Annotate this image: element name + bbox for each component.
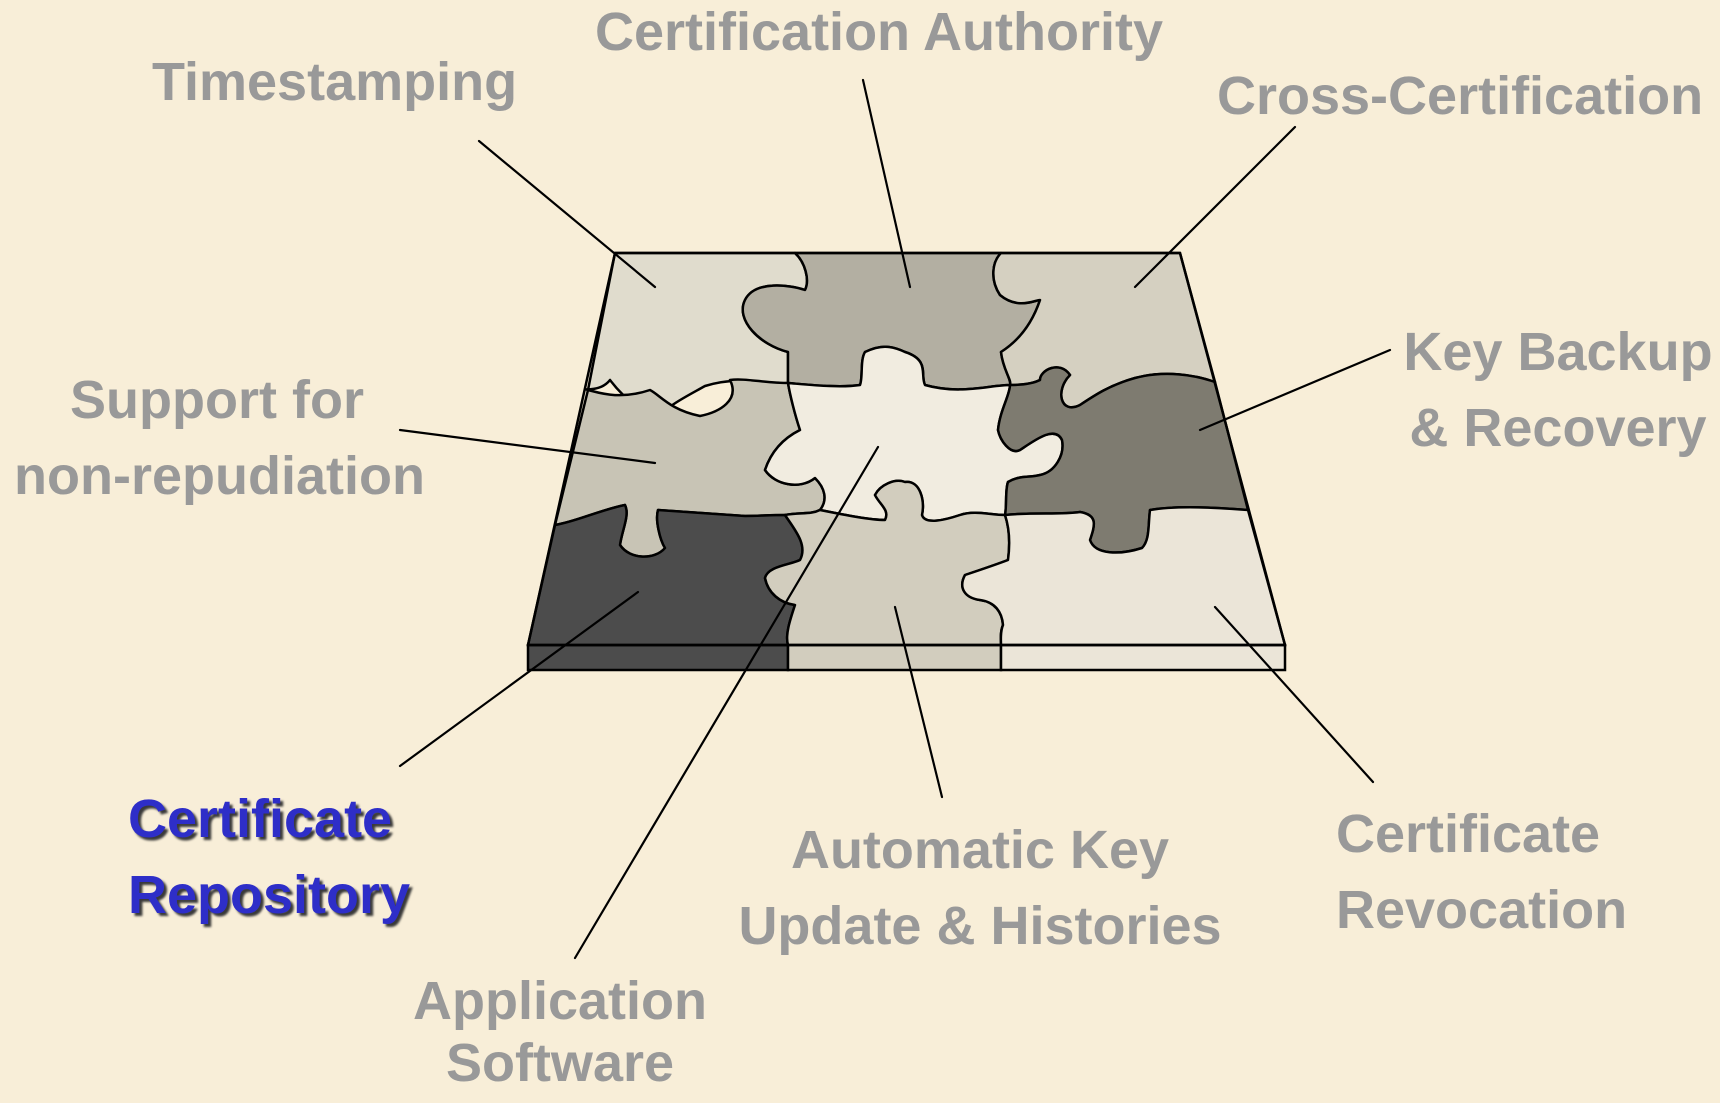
label-update-histories-line: Update & Histories xyxy=(738,896,1222,956)
label-recovery-line: & Recovery xyxy=(1409,398,1707,458)
label-key-backup-line: Key Backup xyxy=(1403,322,1713,382)
leader-line-auto-key xyxy=(893,605,944,799)
label-support-for-line: Support for xyxy=(70,370,364,430)
label-support-non-repudiation: Support for non-repudiation xyxy=(14,362,425,514)
label-certification-authority-text: Certification Authority xyxy=(595,2,1164,62)
leader-line-revocation xyxy=(1213,605,1375,784)
leader-line-non-repudiation xyxy=(398,428,657,465)
piece-repository xyxy=(526,503,804,647)
label-application-software: Application Software xyxy=(395,970,725,1094)
leader-line-certification-authority xyxy=(861,78,912,289)
label-key-backup-recovery: Key Backup & Recovery xyxy=(1400,314,1716,466)
edge-segment-auto-key xyxy=(786,643,1003,672)
leader-line-repository xyxy=(398,590,640,768)
label-cross-certification: Cross-Certification xyxy=(1217,58,1703,134)
label-certificate-revocation-line1: Certificate xyxy=(1336,804,1601,864)
leader-line-cross-certification xyxy=(1133,125,1297,289)
label-cross-certification-text: Cross-Certification xyxy=(1217,66,1704,126)
edge-segment-revocation xyxy=(999,643,1287,672)
label-timestamping-text: Timestamping xyxy=(152,52,518,112)
label-application-line: Application xyxy=(413,971,707,1031)
leader-line-application xyxy=(573,445,880,960)
leader-line-key-backup xyxy=(1198,348,1392,432)
label-non-repudiation-line: non-repudiation xyxy=(14,446,425,506)
label-automatic-key-update: Automatic Key Update & Histories xyxy=(730,812,1230,964)
label-timestamping: Timestamping xyxy=(152,44,517,120)
edge-segment-repository xyxy=(526,643,790,672)
label-certificate-revocation: Certificate Revocation xyxy=(1336,796,1627,948)
label-software-line: Software xyxy=(445,1033,675,1093)
leader-line-timestamping xyxy=(477,139,657,289)
label-certificate-repository-line2: Repository xyxy=(128,865,411,925)
label-certificate-repository-line1: Certificate xyxy=(128,789,393,849)
puzzle-board-outline xyxy=(526,251,1287,647)
label-certificate-revocation-line2: Revocation xyxy=(1336,880,1628,940)
label-certification-authority: Certification Authority xyxy=(595,0,1163,70)
label-automatic-key-line: Automatic Key xyxy=(790,820,1170,880)
label-certificate-repository: Certificate Repository xyxy=(128,781,410,933)
